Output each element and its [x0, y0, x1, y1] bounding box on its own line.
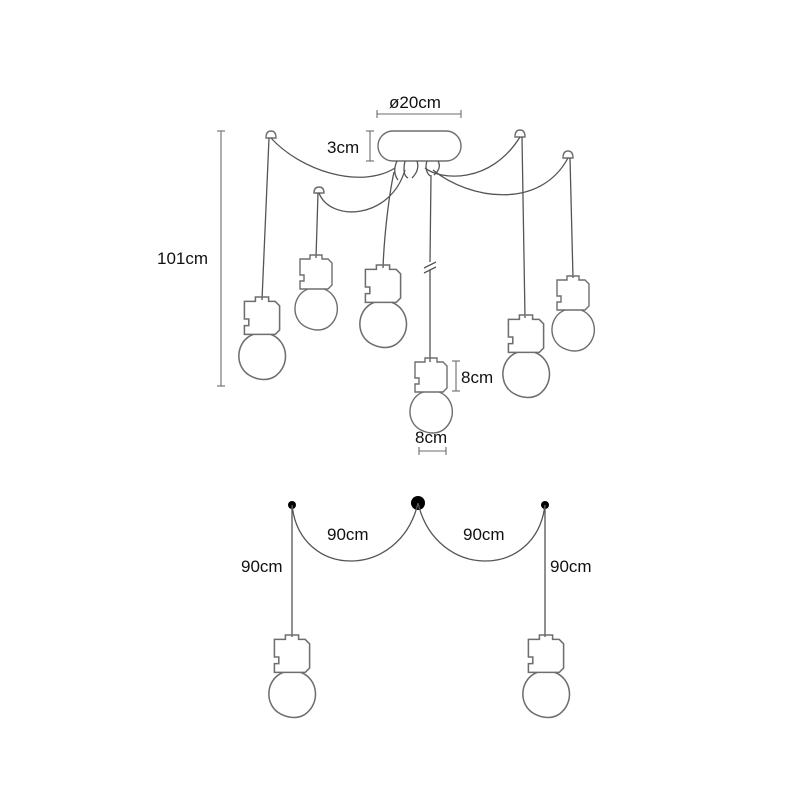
canopy-height-label: 3cm [327, 138, 360, 157]
pendant-lamp-4 [409, 357, 454, 434]
drop-left-label: 90cm [241, 557, 283, 576]
pendant-lamp-bottom-right [522, 634, 571, 719]
total-height-label: 101cm [157, 249, 209, 268]
span-left-label: 90cm [327, 525, 369, 544]
socket-height-label: 8cm [461, 368, 494, 387]
socket-width-label: 8cm [415, 428, 448, 447]
pendant-lamp-3 [359, 264, 408, 349]
pendant-cords [261, 129, 574, 362]
pendant-lamp-2 [294, 254, 339, 331]
ceiling-canopy [377, 130, 462, 162]
span-right-label: 90cm [463, 525, 505, 544]
drop-right-label: 90cm [550, 557, 592, 576]
pendant-lamp-6 [551, 275, 596, 352]
pendant-lamp-5 [502, 314, 551, 399]
pendant-lamp-1 [238, 296, 287, 381]
swag-left [291, 502, 419, 562]
canopy-diameter-label: ø20cm [389, 93, 441, 112]
swag-right [417, 502, 546, 562]
pendant-lamp-bottom-left [268, 634, 317, 719]
